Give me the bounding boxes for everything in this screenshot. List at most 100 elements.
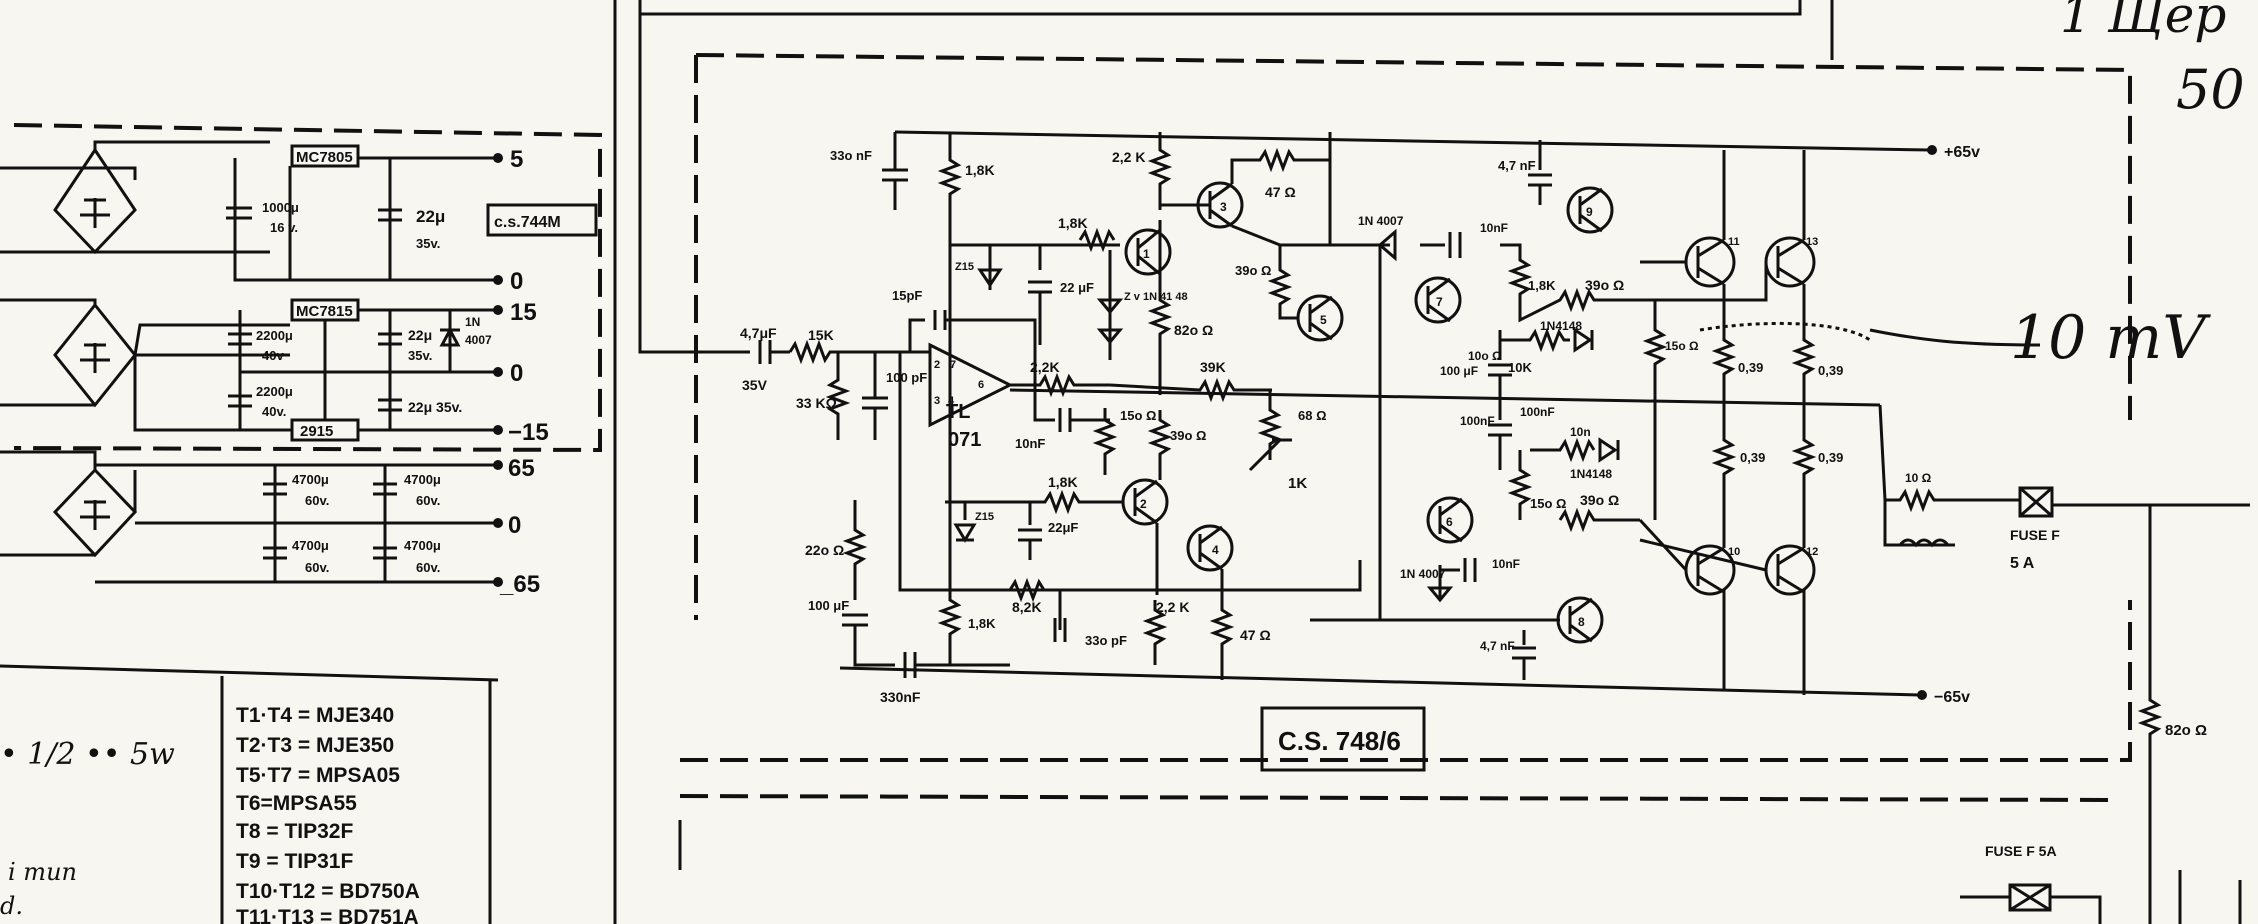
- label: 1K: [1288, 475, 1307, 492]
- label: 4,7 nF: [1480, 639, 1515, 653]
- svg-text:2: 2: [1140, 497, 1147, 511]
- svg-text:3: 3: [1220, 200, 1227, 214]
- svg-text:35V: 35V: [742, 377, 768, 393]
- negative-rail-label: −65v: [1934, 689, 1970, 706]
- svg-text:11: 11: [1728, 236, 1740, 248]
- svg-text:6: 6: [1446, 515, 1453, 529]
- zener-diode: [953, 502, 977, 543]
- diode-and-cap: [1328, 160, 1462, 262]
- table-row: T2·T3 = MJE350: [236, 734, 394, 757]
- capacitor-pair: [1488, 330, 1512, 470]
- wire: [1310, 245, 1560, 622]
- label: 10 Ω: [1905, 471, 1932, 485]
- label: 39K: [1200, 359, 1226, 375]
- psu-wires: [95, 463, 495, 584]
- rail-node: [493, 275, 503, 285]
- handwritten-note-50: 50: [2176, 58, 2245, 121]
- label: 82o Ω: [1174, 322, 1213, 338]
- negative-rail-wire: [839, 666, 1921, 697]
- label: 22o Ω: [805, 542, 844, 558]
- positive-rail-label: +65v: [1944, 144, 1980, 161]
- capacitor: [1528, 140, 1552, 205]
- resistor: [1558, 507, 1640, 533]
- rail-node: [493, 153, 503, 163]
- fuse-label: 5 A: [2010, 555, 2035, 572]
- top-box-edge: [638, 0, 1802, 16]
- label: 47 Ω: [1265, 184, 1296, 200]
- label: Z15: [955, 261, 974, 273]
- transistor-t12: 12: [1764, 544, 1818, 596]
- svg-text:16 v.: 16 v.: [270, 220, 298, 235]
- transistor-t13: 13: [1764, 236, 1818, 288]
- regulator-mc7805: MC7805: [290, 144, 495, 168]
- rail-label: −15: [508, 419, 549, 446]
- svg-text:071: 071: [948, 429, 981, 451]
- label: 0,39: [1818, 450, 1843, 465]
- label: 39o Ω: [1580, 492, 1619, 508]
- svg-text:7: 7: [1436, 295, 1443, 309]
- label: 1,8K: [1048, 474, 1078, 490]
- svg-text:35v.: 35v.: [408, 348, 432, 363]
- resistor-string: [1147, 132, 1173, 395]
- svg-text:2: 2: [934, 359, 940, 371]
- label: 4,7 nF: [1498, 158, 1536, 173]
- rail-node: [493, 425, 503, 435]
- svg-text:22μ: 22μ: [416, 207, 445, 226]
- label: 1,8K: [1528, 278, 1556, 293]
- psu-board-outline: [13, 123, 602, 453]
- label: 0,39: [1738, 360, 1763, 375]
- svg-text:100 pF: 100 pF: [886, 370, 927, 385]
- capacitor: 22μ 35v.: [378, 398, 462, 415]
- resistor: [1230, 132, 1332, 184]
- svg-text:5: 5: [1320, 313, 1327, 327]
- regulator-2915: 2915: [133, 355, 495, 442]
- label: 68 Ω: [1298, 408, 1327, 423]
- resistor: [1231, 224, 1340, 320]
- label: 1,8K: [1058, 215, 1088, 231]
- wire: [898, 352, 1362, 592]
- board-label-744m: c.s.744M: [486, 203, 598, 237]
- handwritten-note-top: 1 Щер: [2060, 0, 2226, 44]
- positive-rail-wire: [894, 130, 1931, 152]
- svg-text:40v: 40v: [262, 348, 284, 363]
- table-row: T6=MPSA55: [236, 792, 357, 815]
- label: 100nF: [1460, 414, 1495, 428]
- transistor-t5: 5: [1296, 294, 1344, 342]
- transistor-t3: 3: [1160, 181, 1244, 229]
- table-row: T1·T4 = MJE340: [236, 704, 394, 727]
- transistor-t8: 8: [1556, 596, 1604, 644]
- emitter-resistors: [1711, 284, 1737, 548]
- resistor-pair: [1092, 408, 1173, 480]
- svg-text:TL: TL: [946, 401, 970, 423]
- resistor-pair: [1142, 523, 1235, 680]
- svg-text:6: 6: [978, 379, 984, 391]
- transistor-table: T1·T4 = MJE340 T2·T3 = MJE350 T5·T7 = MP…: [0, 664, 499, 924]
- transistor-t4: 4: [1186, 524, 1234, 572]
- note-text: d.: [0, 892, 23, 920]
- output-line: [1009, 388, 1881, 407]
- resistor: [1078, 227, 1116, 253]
- resistor: [937, 132, 963, 510]
- label: 1N4148: [1570, 467, 1612, 481]
- output-stage-wires: [1638, 150, 1806, 695]
- fuse-label: FUSE F: [2010, 527, 2060, 543]
- label: 33o pF: [1085, 633, 1127, 648]
- label: 100nF: [1520, 405, 1555, 419]
- transistor-t9: 9: [1566, 186, 1614, 234]
- wire: [1699, 321, 1871, 342]
- label: Z v 1N 41 48: [1124, 291, 1188, 303]
- bridge-rectifier-3: [0, 450, 138, 558]
- board-label-748: C.S. 748/6: [1260, 706, 1426, 772]
- svg-text:60v.: 60v.: [305, 493, 329, 508]
- label: 39o Ω: [1235, 263, 1271, 278]
- svg-text:60v.: 60v.: [416, 493, 440, 508]
- rail-label: 0: [510, 268, 523, 295]
- svg-text:10: 10: [1728, 546, 1740, 558]
- label: 10o Ω: [1468, 349, 1502, 363]
